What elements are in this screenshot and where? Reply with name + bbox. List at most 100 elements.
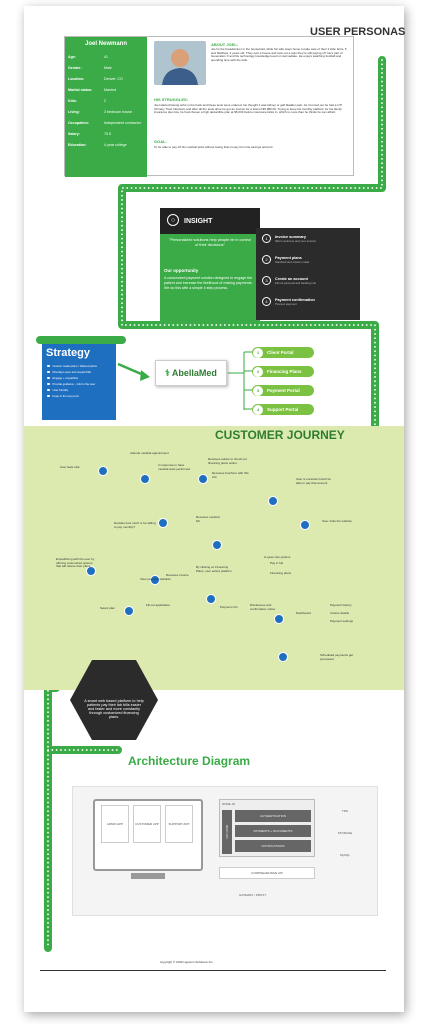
service-bar: PAYMENTS + DOCUMENTS — [235, 825, 311, 837]
step-title: Invoice summary — [275, 234, 307, 239]
portal-number: 2 — [253, 366, 263, 377]
persona-field-row: Education: 4-year college — [65, 139, 147, 150]
persona-field-row: Gender: Male — [65, 62, 147, 73]
hex-text: A smart web based platform to help patie… — [84, 699, 144, 719]
journey-node — [198, 474, 208, 484]
architecture-title: Architecture Diagram — [128, 754, 251, 768]
insight-panel: ○ INSIGHT "Personalized solutions help p… — [160, 208, 260, 322]
journey-step-label: Scheduled payments get processed — [320, 653, 354, 661]
persona-field-value: 4-year college — [104, 142, 127, 147]
portal-label: Client Portal — [267, 350, 294, 355]
customer-journey-panel — [24, 426, 404, 690]
logo-text: AbellaMed — [171, 368, 217, 378]
goal-text: To be able to pay off his medical tests … — [154, 145, 274, 149]
persona-field-row: Living: 3 bedroom house — [65, 106, 147, 117]
persona-field-value: 41 — [104, 54, 108, 59]
step-title: Payment confirmation — [275, 297, 315, 302]
journey-step-label: User feels sick — [60, 465, 80, 469]
persona-name: Joel Newmann — [84, 41, 127, 47]
rest-api-bar: REST API — [222, 810, 232, 854]
app-box: CUSTOMER APP — [133, 805, 161, 843]
persona-field-row: Occupation: Independent contractor — [65, 117, 147, 128]
persona-field-key: Gender: — [68, 65, 82, 70]
journey-step-label: User is uncertain how'll be able to pay … — [296, 477, 331, 485]
step-number: 4 — [262, 297, 271, 306]
customer-journey-title: CUSTOMER JOURNEY — [215, 428, 345, 442]
step-subtitle: Fill out personal and banking info — [275, 280, 317, 285]
persona-field-value: Married — [104, 87, 117, 92]
persona-field-key: Marital status: — [68, 87, 93, 92]
step-subtitle: Process payment — [275, 301, 297, 306]
node-label: NODE JS — [222, 802, 236, 806]
database-item: MySQL — [339, 853, 350, 857]
persona-field-value: 75 K — [104, 131, 112, 136]
footer-copyright: copyright © 2016 Hypsom Solutions Inc. — [160, 960, 214, 964]
persona-field-value: Independent contractor — [104, 120, 141, 125]
persona-field-key: Living: — [68, 109, 80, 114]
journey-step-label: Disclosures and confirmation notice — [250, 603, 276, 611]
journey-step-label: Receives invoice info — [166, 573, 189, 581]
persona-photo — [154, 41, 206, 85]
database-item: STORAGE — [337, 831, 353, 835]
portal-label: Support Portal — [267, 407, 299, 412]
step-number: 2 — [262, 255, 271, 264]
journey-node — [212, 540, 222, 550]
strategy-item: Engage + empathize — [47, 376, 111, 380]
journey-step-label: Select plan — [100, 606, 115, 610]
journey-node — [268, 496, 278, 506]
portal-number: 4 — [253, 404, 263, 415]
journey-step-label: User visits the website — [322, 519, 352, 523]
journey-step-label: Financing plans — [270, 571, 292, 575]
journey-step-label: View payment plans — [140, 577, 167, 581]
journey-step-label: Payment history — [330, 603, 352, 607]
persona-field-key: Kids: — [68, 98, 77, 103]
journey-step-label: Payment info — [220, 605, 238, 609]
persona-field-value: 2 — [104, 98, 106, 103]
portal-2[interactable]: 2 Financing Plans — [252, 366, 314, 377]
struggles-title: HIS STRUGGLES: — [154, 97, 189, 102]
journey-step-label: Invoice details — [330, 611, 350, 615]
monitor-stand — [131, 873, 165, 879]
persona-field-key: Occupation: — [68, 120, 89, 125]
journey-step-label: Receives brochure with this info — [212, 471, 249, 479]
persona-field-value: 3 bedroom house — [104, 109, 132, 114]
journey-step-label: Receives medical bill — [196, 515, 220, 523]
strategy-item: Mondays open and unpaid bills — [47, 370, 111, 374]
portal-number: 3 — [253, 385, 263, 396]
step-number: 1 — [262, 234, 271, 243]
persona-field-row: Salary: 75 K — [65, 128, 147, 139]
journey-node — [274, 614, 284, 624]
persona-field-key: Salary: — [68, 131, 80, 136]
journey-node — [140, 474, 150, 484]
journey-node — [158, 518, 168, 528]
journey-step-label: Receives advice to check out financing p… — [208, 457, 247, 465]
lightbulb-icon: ○ — [167, 214, 179, 226]
journey-step-label: By clicking on Financing Plans, user ent… — [196, 565, 233, 573]
portal-label: Financing Plans — [267, 369, 302, 374]
app-box: SUPPORT APP — [165, 805, 193, 843]
portal-4[interactable]: 4 Support Portal — [252, 404, 314, 415]
journey-step-label: Decides how much is he willing to pay mo… — [114, 521, 156, 529]
strategy-item: Provide guidance - inform the user — [47, 382, 111, 386]
service-bar: AUTHENTICATION — [235, 810, 311, 822]
goal-title: GOAL: — [154, 139, 167, 144]
insight-header: ○ INSIGHT — [160, 208, 260, 234]
step-subtitle: Warm welcome and your amount — [275, 238, 316, 243]
insight-title: INSIGHT — [184, 217, 213, 225]
persona-field-row: Kids: 2 — [65, 95, 147, 106]
persona-field-value: Male — [104, 65, 112, 70]
persona-field-row: Marital status: Married — [65, 84, 147, 95]
strategy-item: Keep in the long term — [47, 394, 111, 398]
persona-field-key: Education: — [68, 142, 87, 147]
journey-step-label: Payment settings — [330, 619, 354, 623]
